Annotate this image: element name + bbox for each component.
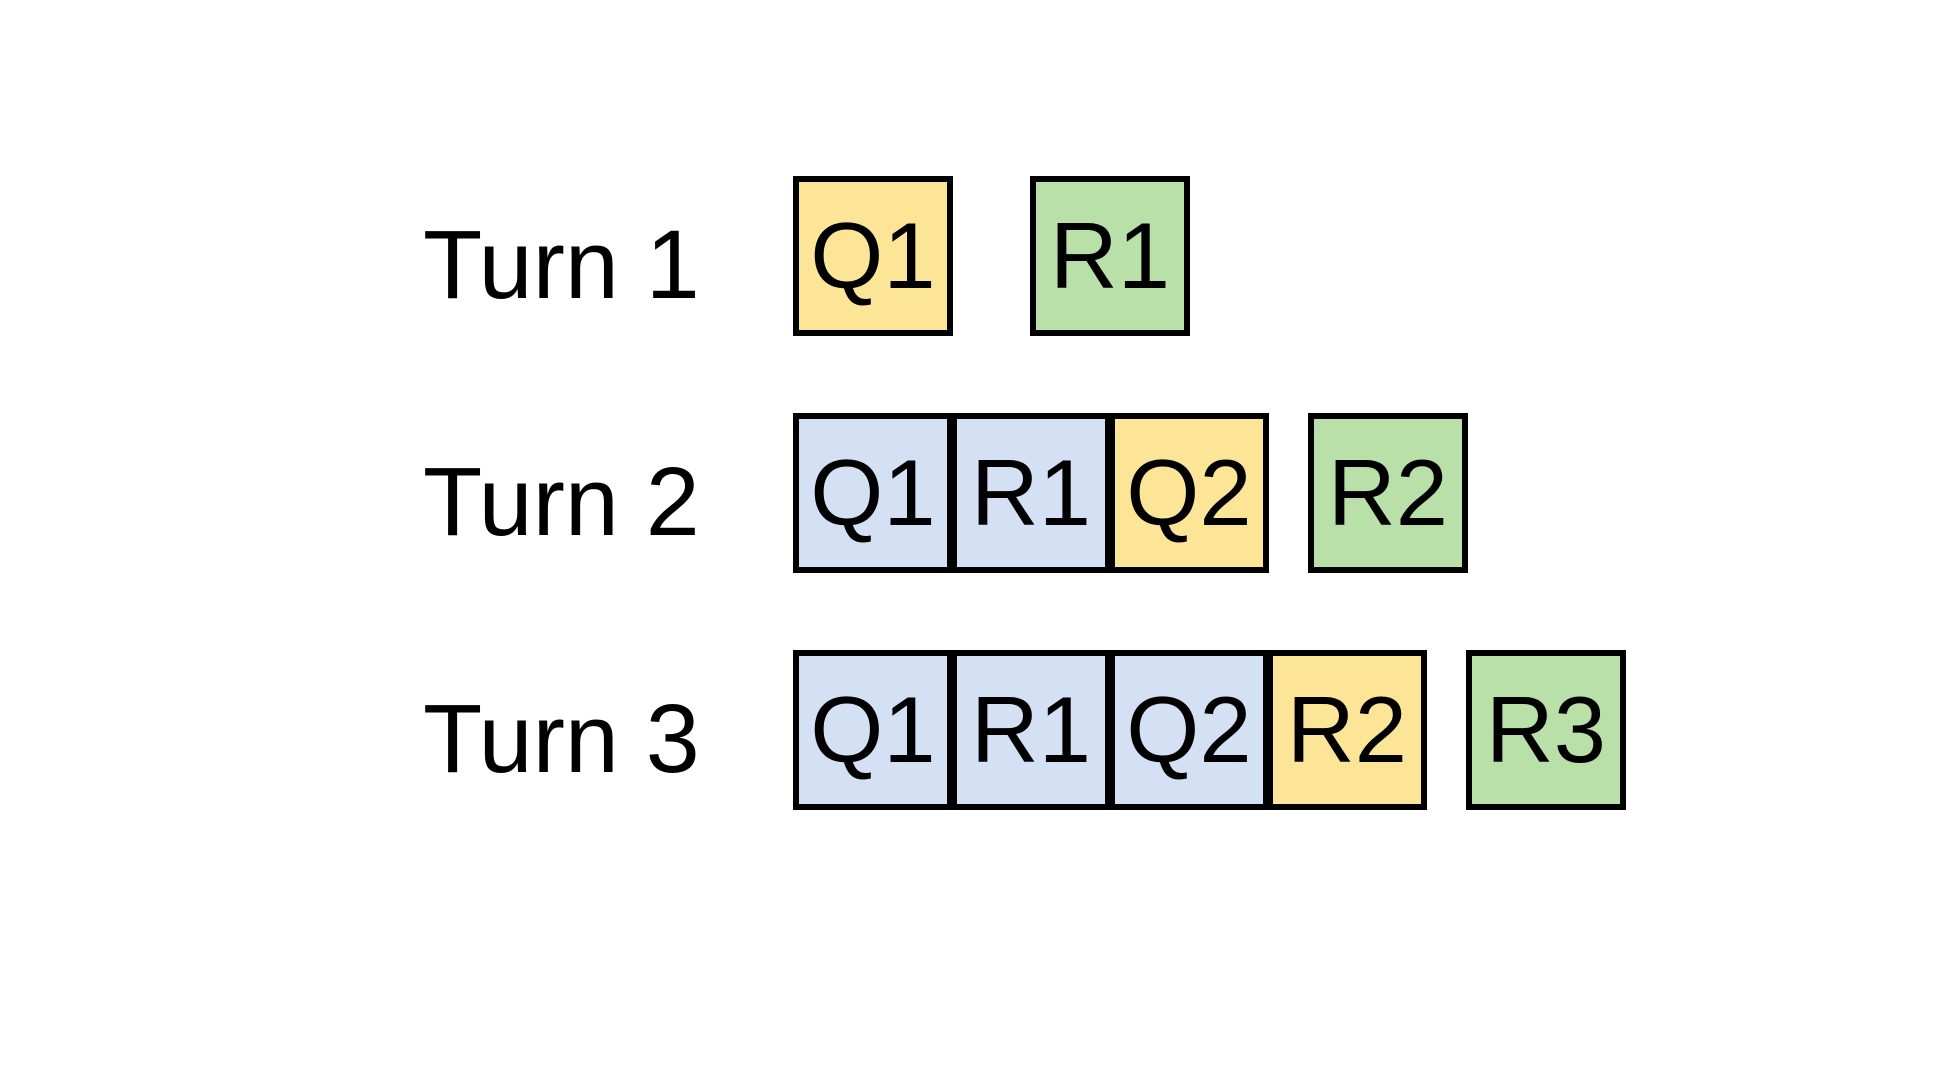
input-block: Q2 — [1109, 413, 1269, 573]
input-block: Q2 — [1109, 650, 1269, 810]
input-block: R1 — [951, 650, 1111, 810]
input-block: Q1 — [793, 413, 953, 573]
input-block: R2 — [1267, 650, 1427, 810]
turn-label: Turn 2 — [423, 447, 700, 556]
input-block: Q1 — [793, 176, 953, 336]
input-block: R1 — [951, 413, 1111, 573]
response-block: R3 — [1466, 650, 1626, 810]
response-block: R1 — [1030, 176, 1190, 336]
turn-row-3: Turn 3 Q1 R1 Q2 R2 R3 — [0, 650, 1937, 820]
turn-row-1: Turn 1 Q1 R1 — [0, 176, 1937, 346]
turn-row-2: Turn 2 Q1 R1 Q2 R2 — [0, 413, 1937, 583]
input-block: Q1 — [793, 650, 953, 810]
response-block: R2 — [1308, 413, 1468, 573]
turn-label: Turn 1 — [423, 210, 700, 319]
turn-label: Turn 3 — [423, 684, 700, 793]
